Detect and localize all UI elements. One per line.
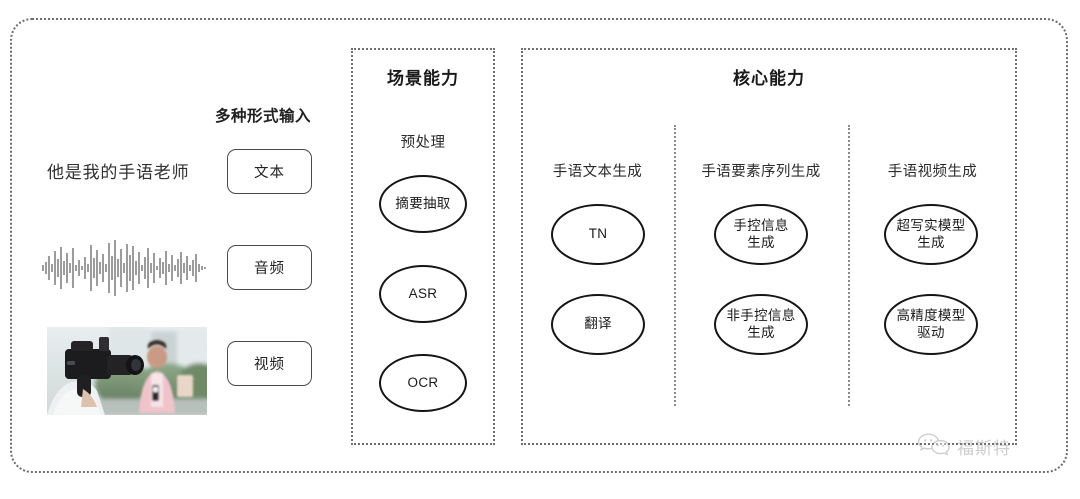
outer-dotted-frame	[10, 18, 1068, 473]
input-button-video[interactable]: 视频	[227, 341, 312, 386]
input-button-video-label: 视频	[254, 357, 285, 373]
input-button-text-label: 文本	[254, 165, 285, 181]
node-tn[interactable]: TN	[551, 204, 645, 265]
core-column-divider-2	[848, 125, 850, 406]
watermark: 福斯特	[917, 432, 1011, 461]
node-high-precision-model-driving[interactable]: 高精度模型驱动	[884, 294, 978, 355]
core-column-heading-sign-video: 手语视频生成	[887, 164, 978, 180]
watermark-text: 福斯特	[957, 439, 1011, 458]
core-capability-panel	[521, 48, 1017, 445]
node-summary-extraction[interactable]: 摘要抽取	[379, 175, 467, 233]
scene-capability-panel	[351, 48, 495, 445]
core-column-divider-1	[674, 125, 676, 406]
sample-sentence-text: 他是我的手语老师	[47, 163, 190, 182]
core-column-heading-sign-element-seq: 手语要素序列生成	[701, 164, 821, 180]
node-ocr[interactable]: OCR	[379, 354, 467, 412]
node-non-manual-info-generation[interactable]: 非手控信息生成	[714, 294, 808, 355]
scene-column-heading-preprocess: 预处理	[400, 135, 446, 151]
core-column-heading-sign-text: 手语文本生成	[552, 164, 643, 180]
input-button-audio[interactable]: 音频	[227, 245, 312, 290]
wechat-bubbles-icon	[917, 432, 951, 461]
core-capability-title: 核心能力	[733, 69, 805, 88]
node-asr[interactable]: ASR	[379, 265, 467, 323]
node-manual-info-generation[interactable]: 手控信息生成	[714, 204, 808, 265]
scene-capability-title: 场景能力	[387, 69, 459, 88]
node-translation[interactable]: 翻译	[551, 294, 645, 355]
camera-reporter-photo	[47, 327, 207, 415]
input-button-text[interactable]: 文本	[227, 149, 312, 194]
input-button-audio-label: 音频	[254, 261, 285, 277]
audio-waveform-icon	[38, 238, 212, 298]
node-photorealistic-model-generation[interactable]: 超写实模型生成	[884, 204, 978, 265]
input-section-label: 多种形式输入	[215, 108, 312, 125]
